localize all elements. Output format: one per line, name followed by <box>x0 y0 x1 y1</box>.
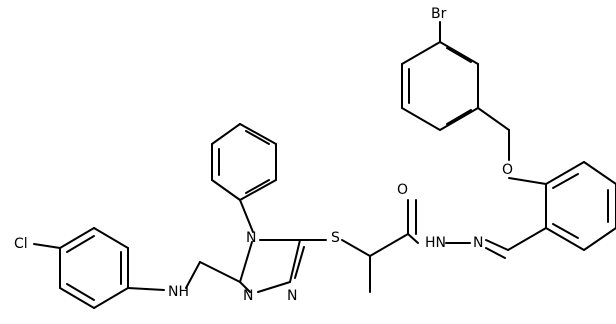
bonds <box>33 21 616 309</box>
ch2-bond <box>477 107 510 131</box>
atom-label-br: Br <box>431 6 447 22</box>
atom-labels: Br O O N N N S HN N NH Cl <box>14 6 513 304</box>
atom-label-ether-oxygen: O <box>502 162 513 178</box>
atom-label-hydrazide-nh: HN <box>425 235 446 251</box>
inner-ring-bond <box>552 173 579 189</box>
inner-ring-bond <box>446 47 472 63</box>
ring-bond <box>439 107 479 131</box>
inner-ring-bond <box>245 130 270 145</box>
ch-n-double-bond <box>485 247 506 259</box>
ring-bond <box>239 179 277 201</box>
ring-bond <box>59 287 95 309</box>
inner-ring-bond <box>66 235 95 253</box>
ch-n-double-bond <box>485 239 509 251</box>
atom-label-triazole-n1: N <box>243 288 253 304</box>
atom-label-sulfur: S <box>331 230 340 246</box>
ring-bond <box>59 227 95 249</box>
ring-bond <box>583 161 616 185</box>
n-c-bond <box>407 233 419 244</box>
ring-bond <box>439 41 479 65</box>
ring-bond <box>239 241 253 283</box>
ring-bond <box>239 123 277 145</box>
ring-bond <box>401 107 441 131</box>
ring-bond <box>289 239 301 283</box>
ring-bond <box>545 161 585 185</box>
atom-label-imine-n: N <box>473 235 483 251</box>
ring-bond <box>239 281 251 293</box>
inner-ring-bond <box>294 246 305 279</box>
atom-label-triazole-n2: N <box>287 288 297 304</box>
ring-bond <box>93 287 129 309</box>
nh-aryl-bond <box>127 287 165 291</box>
ch2-bond <box>199 261 241 283</box>
atom-label-triazole-n4: N <box>246 230 256 246</box>
atom-label-chlorine: Cl <box>14 236 28 252</box>
inner-ring-bond <box>66 283 95 301</box>
ch2-nh-bond <box>185 261 201 289</box>
inner-ring-bond <box>245 179 270 194</box>
ring-bond <box>583 227 616 251</box>
c-ch-bond <box>507 227 547 251</box>
ring-bond <box>211 123 241 145</box>
ring-bond <box>211 179 241 201</box>
atom-label-carbonyl-oxygen: O <box>397 182 408 198</box>
inner-ring-bond <box>446 109 472 125</box>
c-cl-bond <box>33 243 61 249</box>
inner-ring-bond <box>552 223 579 239</box>
ring-bond <box>545 227 585 251</box>
c-s-bond <box>341 239 371 257</box>
o-aryl-bond <box>508 177 547 185</box>
atom-label-amine-nh: NH <box>168 284 189 300</box>
ring-bond <box>257 281 291 293</box>
c-c-bond <box>369 233 409 257</box>
n-ph-bond <box>239 199 254 233</box>
ring-bond <box>93 227 129 249</box>
ring-bond <box>401 41 441 65</box>
